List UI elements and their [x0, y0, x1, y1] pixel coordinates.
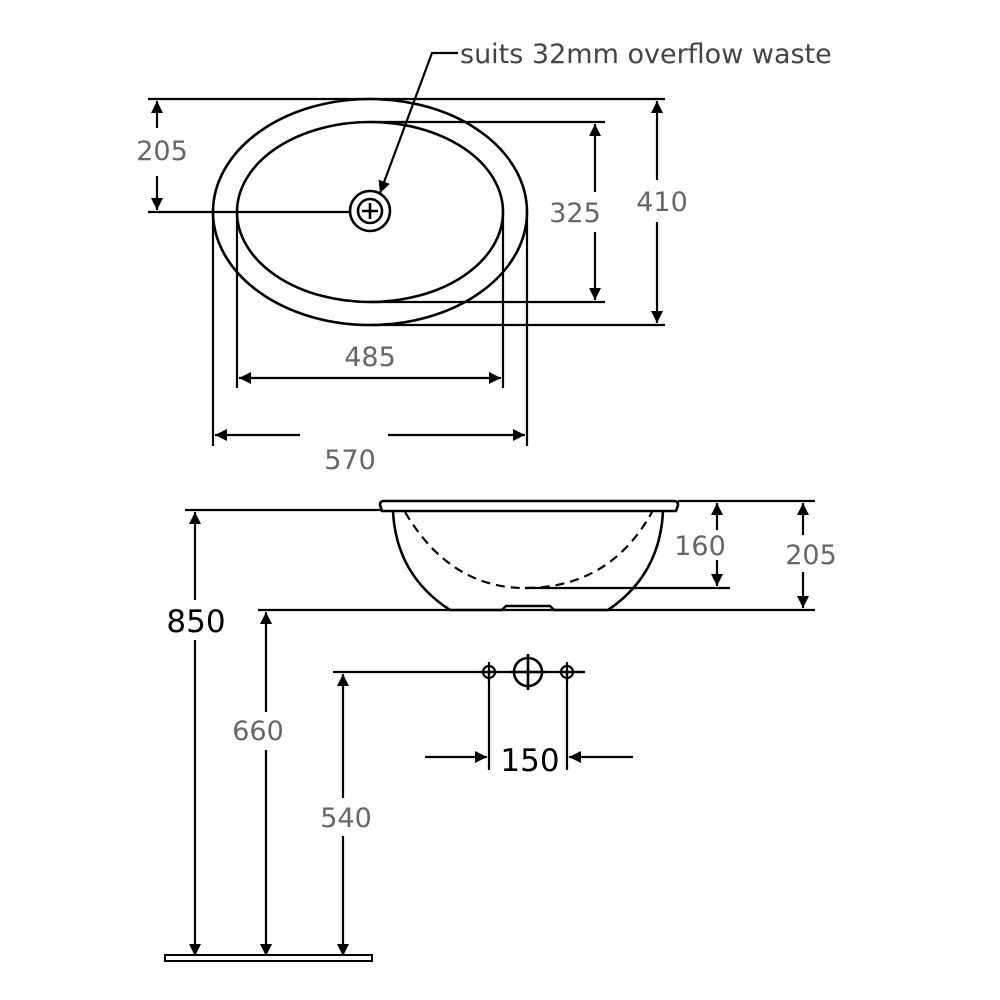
waste-icon: [348, 189, 392, 233]
tap-hole-left-icon: [479, 662, 499, 682]
floor-line: [164, 954, 373, 962]
dim-570-label: 570: [324, 445, 376, 476]
extension-lines-side: [258, 499, 815, 770]
dim-325-label: 325: [549, 198, 601, 229]
dim-205-side-label: 205: [785, 540, 837, 571]
dim-660-label: 660: [232, 716, 284, 747]
dim-205-label: 205: [136, 136, 188, 167]
dim-485-label: 485: [344, 342, 396, 373]
dim-150-label: 150: [500, 743, 559, 779]
dim-160-label: 160: [674, 531, 726, 562]
overflow-annotation: suits 32mm overflow waste: [460, 39, 832, 70]
dim-850-label: 850: [166, 604, 225, 640]
bowl-inner-dashed: [404, 511, 653, 590]
dim-410-label: 410: [636, 187, 688, 218]
plan-view: suits 32mm overflow waste 205 325 410 48…: [136, 39, 832, 476]
tap-hole-center-icon: [510, 654, 546, 690]
basin-bowl-outline: [391, 510, 665, 612]
tap-hole-right-icon: [557, 662, 585, 682]
dim-540-label: 540: [320, 803, 372, 834]
extension-lines: [148, 97, 665, 446]
overflow-leader-line: [378, 51, 458, 194]
basin-rim: [378, 499, 680, 513]
side-view: 160 205 850 660 540 150: [164, 499, 837, 962]
